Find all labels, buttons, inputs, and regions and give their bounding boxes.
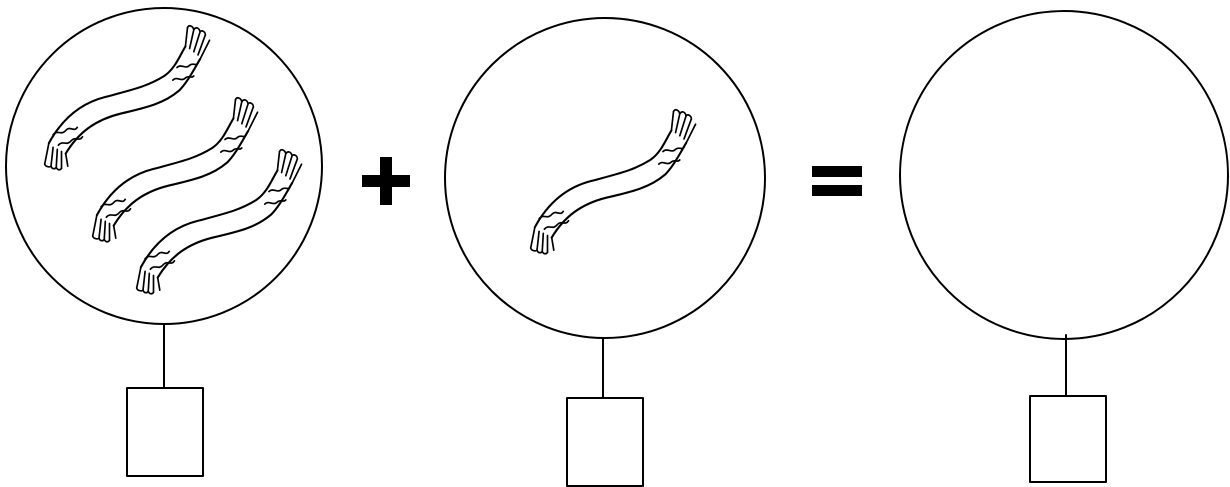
scarf-icon bbox=[135, 148, 303, 295]
addend-group-1 bbox=[5, 7, 323, 477]
answer-box-2[interactable] bbox=[566, 397, 644, 487]
plus-sign bbox=[362, 157, 410, 205]
sum-group bbox=[899, 10, 1229, 483]
group-circle-3 bbox=[899, 10, 1229, 340]
scarf-icon bbox=[529, 108, 697, 255]
scarf-icon bbox=[91, 96, 259, 243]
equals-sign bbox=[812, 166, 862, 196]
answer-box-3[interactable] bbox=[1029, 395, 1107, 483]
answer-box-1[interactable] bbox=[126, 387, 204, 477]
scarf-icon bbox=[43, 24, 211, 171]
group-circle-2 bbox=[444, 17, 766, 339]
addend-group-2 bbox=[444, 17, 766, 487]
